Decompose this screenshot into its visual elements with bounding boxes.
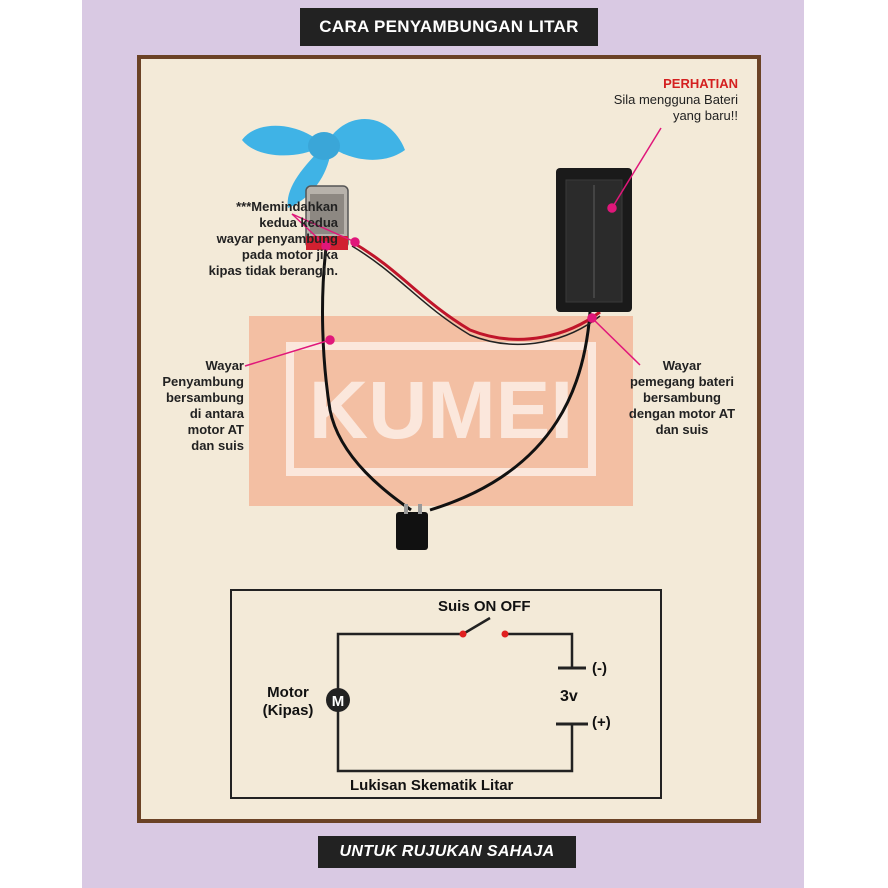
- voltage-label: 3v: [560, 688, 578, 705]
- fan-icon: [242, 118, 405, 208]
- right-wire-line-2: pemegang bateri: [629, 374, 735, 389]
- motor-symbol-text: M: [332, 693, 345, 710]
- left-wire-line-2: Penyambung: [162, 374, 244, 389]
- switch-label: Suis ON OFF: [438, 598, 531, 615]
- switch-icon: [396, 504, 428, 550]
- negative-label: (-): [592, 660, 607, 677]
- motor-note-line-4: pada motor jika: [241, 247, 338, 262]
- warning-line-2: yang baru!!: [672, 108, 738, 123]
- right-wire-callout: Wayar pemegang bateri bersambung dengan …: [612, 358, 752, 438]
- footer-banner: UNTUK RUJUKAN SAHAJA: [318, 836, 576, 868]
- schematic-caption: Lukisan Skematik Litar: [350, 777, 514, 794]
- motor-note-pointer-a: [291, 213, 356, 243]
- switch-contact-right: [501, 630, 509, 638]
- motor-note-callout: ***Memindahkan kedua kedua wayar penyamb…: [150, 199, 338, 279]
- warning-callout: PERHATIAN Sila mengguna Bateri yang baru…: [560, 76, 738, 124]
- motor-note-line-2: kedua kedua: [259, 215, 338, 230]
- watermark: KUMEI: [249, 316, 633, 506]
- warning-line-1: Sila mengguna Bateri: [613, 92, 738, 107]
- positive-label: (+): [592, 714, 611, 731]
- schematic-box: [230, 589, 662, 799]
- black-wire-left: [321, 247, 412, 512]
- right-wire-pointer: [591, 317, 641, 366]
- red-wire: [351, 240, 601, 341]
- motor-label: Motor (Kipas): [256, 684, 320, 720]
- left-wire-line-6: dan suis: [191, 438, 244, 453]
- motor-note-pointer-b-dot: [321, 241, 331, 251]
- watermark-text: KUMEI: [309, 365, 573, 456]
- left-wire-pointer-dot: [325, 335, 335, 345]
- left-wire-callout: Wayar Penyambung bersambung di antara mo…: [140, 358, 244, 454]
- motor-note-pointer-b: [291, 213, 327, 247]
- left-wire-pointer: [244, 339, 331, 367]
- right-wire-line-4: dengan motor AT: [628, 406, 736, 421]
- left-wire-line-5: motor AT: [187, 422, 244, 437]
- left-wire-line-1: Wayar: [205, 358, 244, 373]
- switch-contact-left: [459, 630, 467, 638]
- left-wire-line-3: bersambung: [165, 390, 244, 405]
- motor-icon: [305, 185, 349, 250]
- switch-lever: [462, 616, 491, 636]
- right-wire-line-5: dan suis: [655, 422, 709, 437]
- warning-pointer: [611, 127, 662, 209]
- schematic-wire-right-top: [505, 632, 574, 668]
- schematic-wire-left-bottom: [336, 632, 574, 773]
- right-wire-line-1: Wayar: [662, 358, 702, 373]
- motor-note-line-3: wayar penyambung: [216, 231, 338, 246]
- motor-label-line-1: Motor: [267, 684, 309, 701]
- warning-pointer-dot: [607, 203, 617, 213]
- motor-label-line-2: (Kipas): [262, 702, 314, 719]
- motor-note-line-5: kipas tidak berangin.: [208, 263, 338, 278]
- black-wire-right: [429, 311, 592, 512]
- right-wire-line-3: bersambung: [642, 390, 721, 405]
- motor-note-pointer-a-dot: [350, 237, 360, 247]
- warning-title: PERHATIAN: [663, 76, 738, 91]
- right-wire-pointer-dot: [587, 313, 597, 323]
- left-wire-line-4: di antara: [189, 406, 244, 421]
- motor-symbol-icon: [326, 688, 350, 712]
- motor-note-line-1: ***Memindahkan: [236, 199, 338, 214]
- page-title: CARA PENYAMBUNGAN LITAR: [300, 8, 598, 46]
